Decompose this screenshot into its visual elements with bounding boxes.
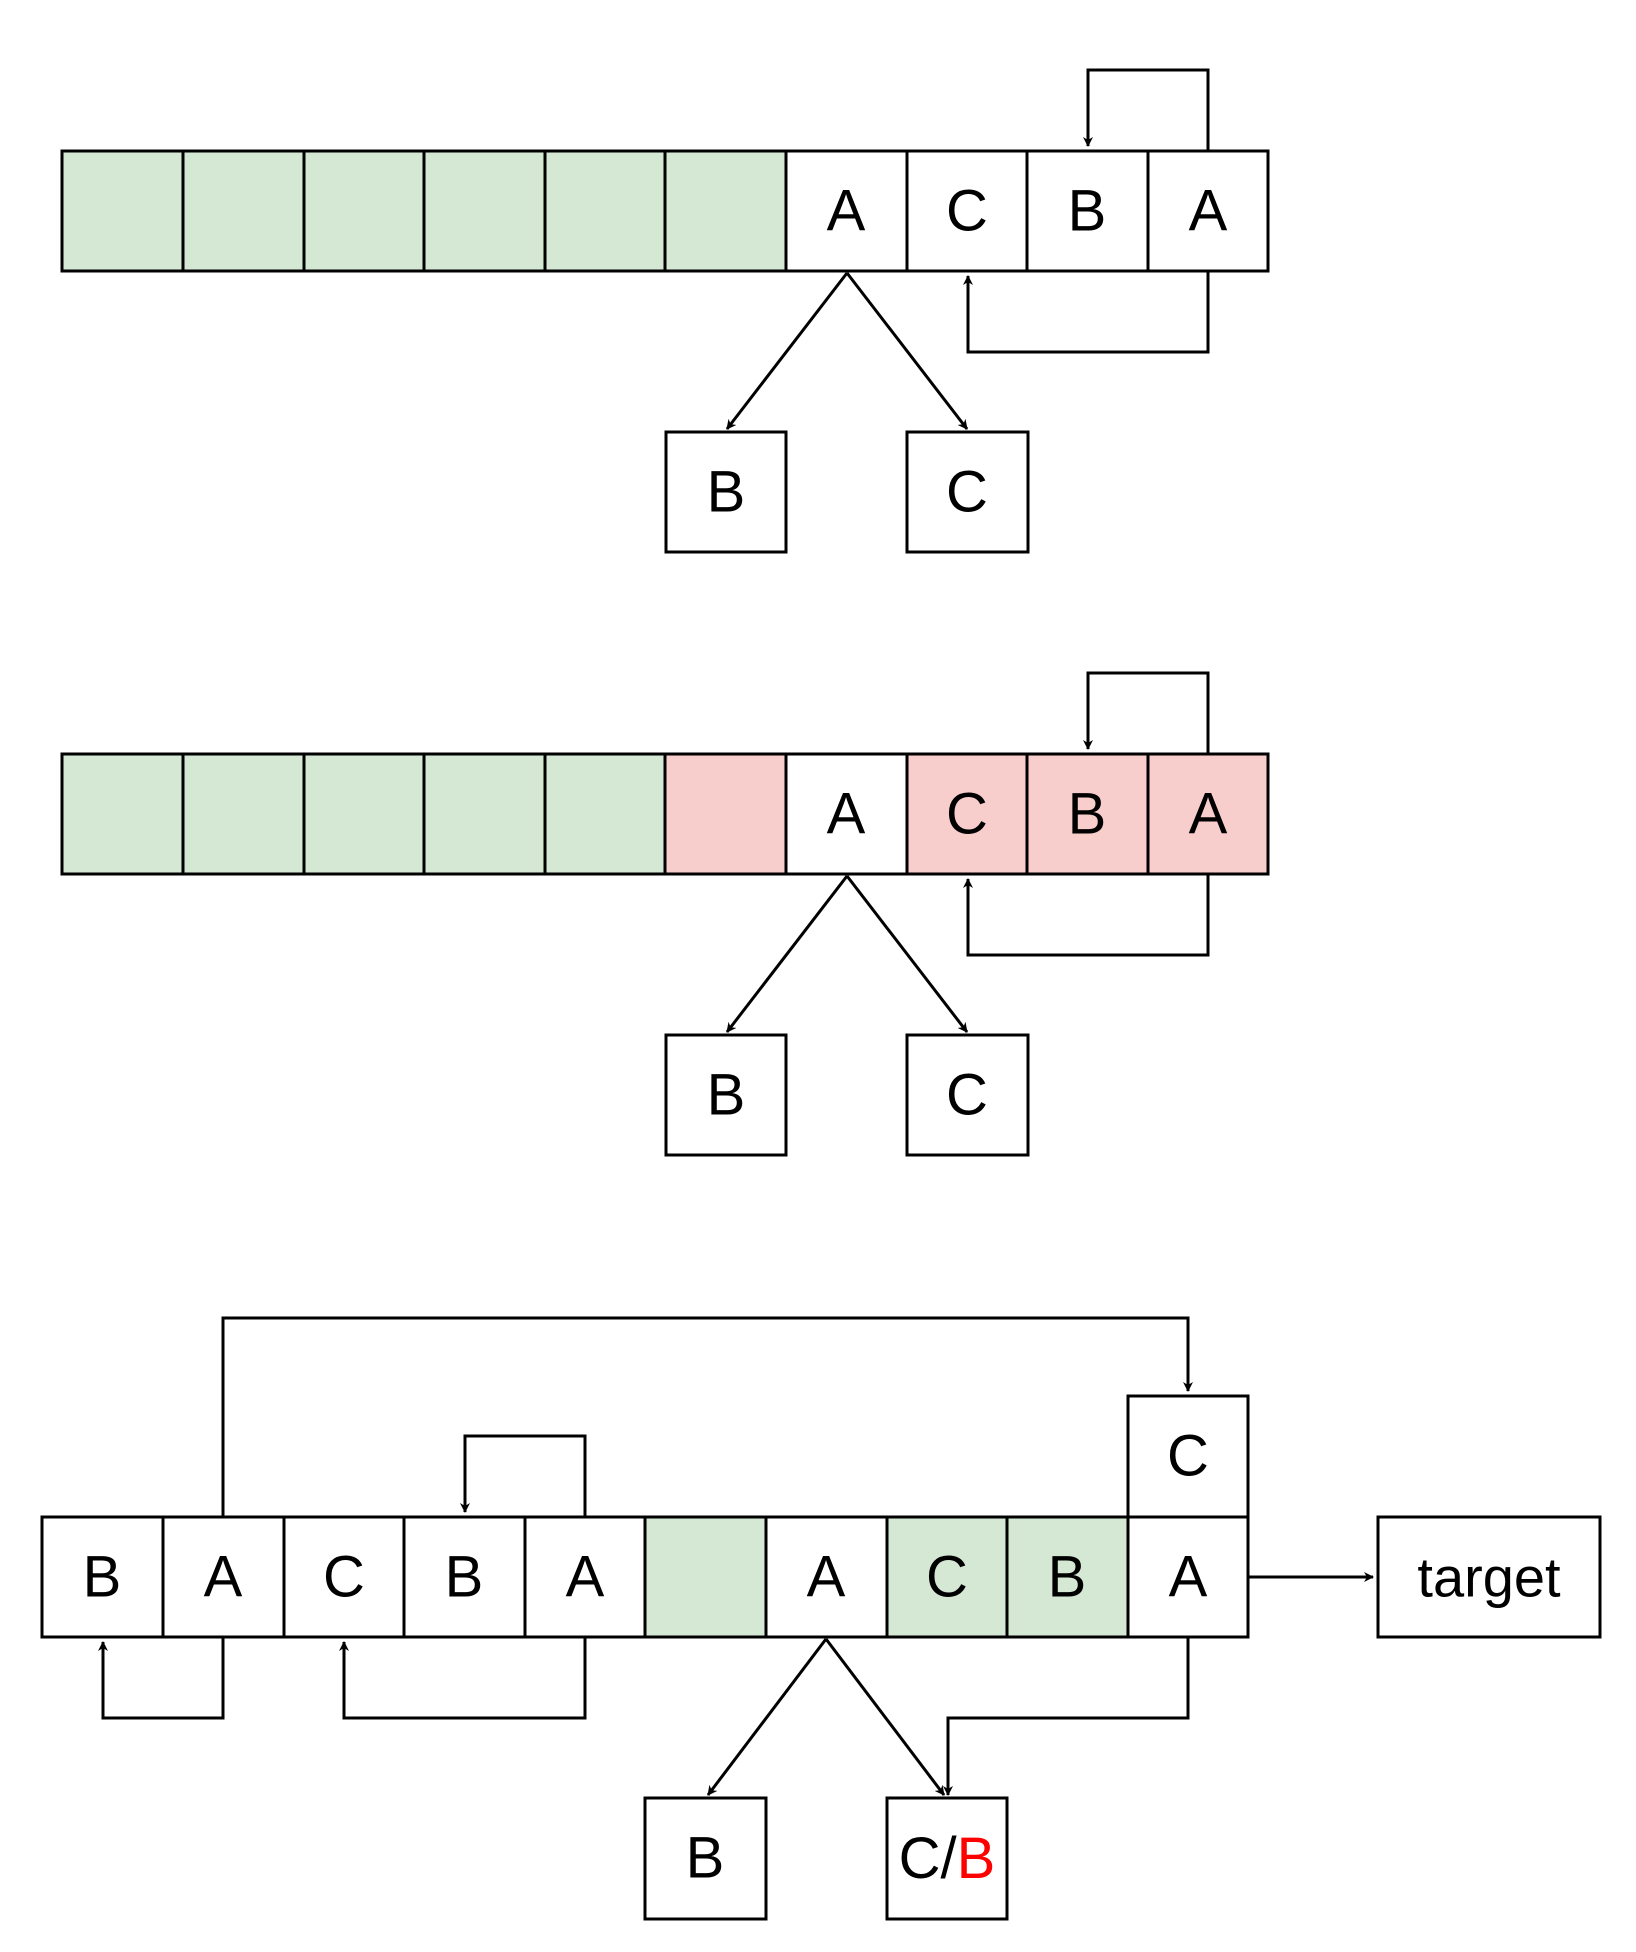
panel-3-arrow-a-to-stacked-c [221, 1316, 1193, 1517]
panel-1-child-b-label: B [707, 460, 746, 525]
panel-3-cell-0 [40, 1515, 165, 1639]
panel-3-cell-9 [1126, 1515, 1250, 1639]
panel-1-cell-5 [663, 149, 788, 273]
panel-2-cell-3 [422, 752, 547, 876]
panel-1-child-b [664, 430, 788, 554]
panel-2-cell-6 [784, 752, 909, 876]
panel-3-cell-6 [764, 1515, 889, 1639]
panel-2-cell-1 [181, 752, 306, 876]
panel-3-child-cb-prefix: C/ [899, 1826, 958, 1891]
panel-2-cell-6-label: A [827, 782, 866, 847]
panel-2-cell-2 [302, 752, 426, 876]
panel-3-target-label: target [1417, 1546, 1561, 1609]
panel-1-child-c-label: C [946, 460, 988, 525]
panel-3-cell-7 [885, 1515, 1009, 1639]
panel-1-arrow-a-to-c [963, 271, 1210, 354]
panel-1-cell-2 [302, 149, 426, 273]
panel-1-cell-8-label: B [1068, 179, 1107, 244]
panel-3-cell-8 [1005, 1515, 1130, 1639]
panel-3-cell-5 [643, 1515, 768, 1639]
panel-3: B A C B A A C B A C target B C/B [40, 1316, 1602, 1921]
panel-1-cell-6 [784, 149, 909, 273]
panel-2-cell-7 [905, 752, 1029, 876]
panel-2-arrow-a-to-child-c [845, 875, 969, 1033]
panel-3-arrow-last-a-to-child-cb [943, 1637, 1190, 1796]
panel-3-cell-3 [402, 1515, 527, 1639]
panel-3-child-b [643, 1796, 768, 1921]
panel-2-child-b [664, 1033, 788, 1157]
panel-3-arrow-a-to-b [460, 1434, 587, 1517]
panel-1: A C B A B C [60, 68, 1270, 554]
panel-1-child-c [905, 430, 1030, 554]
panel-3-cell-8-label: B [1048, 1545, 1087, 1610]
panel-1-cell-0 [60, 149, 185, 273]
panel-1-cell-9 [1146, 149, 1270, 273]
panel-2-child-b-label: B [707, 1063, 746, 1128]
panel-3-arrow-a-to-child-cb [824, 1638, 946, 1796]
panel-1-arrow-a-to-child-c [845, 272, 969, 430]
panel-2-child-c [905, 1033, 1030, 1157]
panel-2-arrow-a-to-b [1083, 671, 1210, 754]
panel-3-cell-7-label: C [926, 1545, 968, 1610]
panel-2-arrow-a-to-child-b [725, 875, 849, 1033]
panel-3-child-cb-label: C/B [899, 1826, 996, 1891]
panel-3-target-box [1376, 1515, 1602, 1639]
panel-1-cell-7-label: C [946, 179, 988, 244]
panel-3-cell-0-label: B [83, 1545, 122, 1610]
panel-3-stacked-cell-label: C [1167, 1424, 1209, 1489]
panel-3-arrow-a-to-c [339, 1637, 587, 1720]
panel-1-arrow-a-to-b [1083, 68, 1210, 151]
panel-3-child-b-label: B [686, 1826, 725, 1891]
panel-1-cell-6-label: A [827, 179, 866, 244]
panel-3-array: B A C B A A C B A [40, 1515, 1250, 1639]
panel-1-array: A C B A [60, 149, 1270, 273]
panel-1-cell-9-label: A [1189, 179, 1228, 244]
panel-2-cell-9 [1146, 752, 1270, 876]
panel-2-arrow-a-to-c [963, 874, 1210, 957]
panel-1-arrow-a-to-child-b [725, 272, 849, 430]
panel-2-cell-0 [60, 752, 185, 876]
panel-3-cell-3-label: B [445, 1545, 484, 1610]
panel-2-cell-4 [543, 752, 667, 876]
panel-3-cell-4 [523, 1515, 647, 1639]
panel-2-cell-5 [663, 752, 788, 876]
panel-3-arrow-a-to-b-left [98, 1637, 225, 1720]
panel-3-child-cb [885, 1796, 1009, 1921]
panel-2-cell-8-label: B [1068, 782, 1107, 847]
panel-2: A C B A B C [60, 671, 1270, 1157]
panel-3-cell-4-label: A [566, 1545, 605, 1610]
panel-3-stacked-cell [1126, 1394, 1250, 1519]
panel-2-cell-7-label: C [946, 782, 988, 847]
panel-1-cell-7 [905, 149, 1029, 273]
panel-1-cell-3 [422, 149, 547, 273]
panel-3-child-cb-highlight: B [957, 1826, 996, 1891]
panel-2-child-c-label: C [946, 1063, 988, 1128]
panel-3-arrow-a-to-child-b [706, 1638, 828, 1796]
panel-2-array: A C B A [60, 752, 1270, 876]
panel-1-cell-8 [1025, 149, 1150, 273]
panel-2-cell-8 [1025, 752, 1150, 876]
panel-3-cell-9-label: A [1169, 1545, 1208, 1610]
panel-3-cell-1-label: A [204, 1545, 243, 1610]
panel-3-cell-6-label: A [807, 1545, 846, 1610]
panel-1-cell-4 [543, 149, 667, 273]
panel-2-cell-9-label: A [1189, 782, 1228, 847]
panel-3-cell-2-label: C [323, 1545, 365, 1610]
panel-1-cell-1 [181, 149, 306, 273]
